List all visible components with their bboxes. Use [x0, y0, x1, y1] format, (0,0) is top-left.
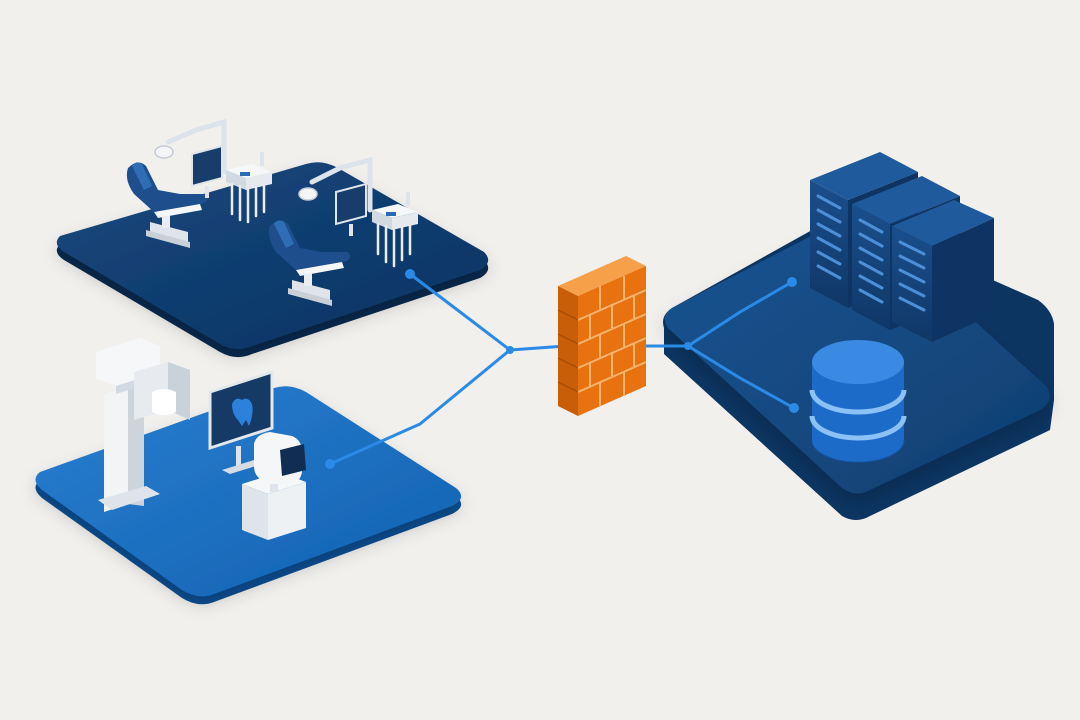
link-hub-to-firewall: [508, 344, 568, 352]
link-dot: [789, 403, 799, 413]
treatment-room-node: [56, 118, 489, 358]
link-nodes: [325, 269, 799, 469]
brick-wall-icon: [557, 256, 647, 416]
instrument-tray-icon: [372, 192, 418, 268]
link-dot: [787, 277, 797, 287]
link-treatment-to-hub: [408, 272, 512, 352]
link-firewall-to-datacenter: [644, 280, 794, 348]
instrument-tray-icon: [226, 152, 272, 224]
link-dot: [405, 269, 415, 279]
link-hub-dot: [506, 346, 514, 354]
monitor-icon: [191, 144, 223, 198]
treatment-room-platform: [56, 162, 489, 350]
network-links: [328, 272, 796, 466]
data-center-node: [663, 152, 1054, 520]
link-dot: [325, 459, 335, 469]
dental-light-icon: [298, 156, 373, 213]
dental-light-icon: [154, 118, 227, 175]
monitor-icon: [335, 182, 367, 236]
link-imaging-to-hub: [328, 348, 512, 466]
dental-chair-icon: [126, 162, 208, 248]
server-rack-icon: [892, 200, 994, 342]
link-dot: [684, 342, 692, 350]
link-datacenter-to-database: [686, 344, 796, 410]
intraoral-scanner-icon: [242, 432, 306, 540]
panoramic-xray-icon: [96, 338, 190, 512]
dental-chair-icon: [268, 220, 350, 306]
database-icon: [809, 340, 907, 463]
imaging-room-node: [35, 338, 462, 605]
tooth-monitor-icon: [208, 369, 274, 474]
